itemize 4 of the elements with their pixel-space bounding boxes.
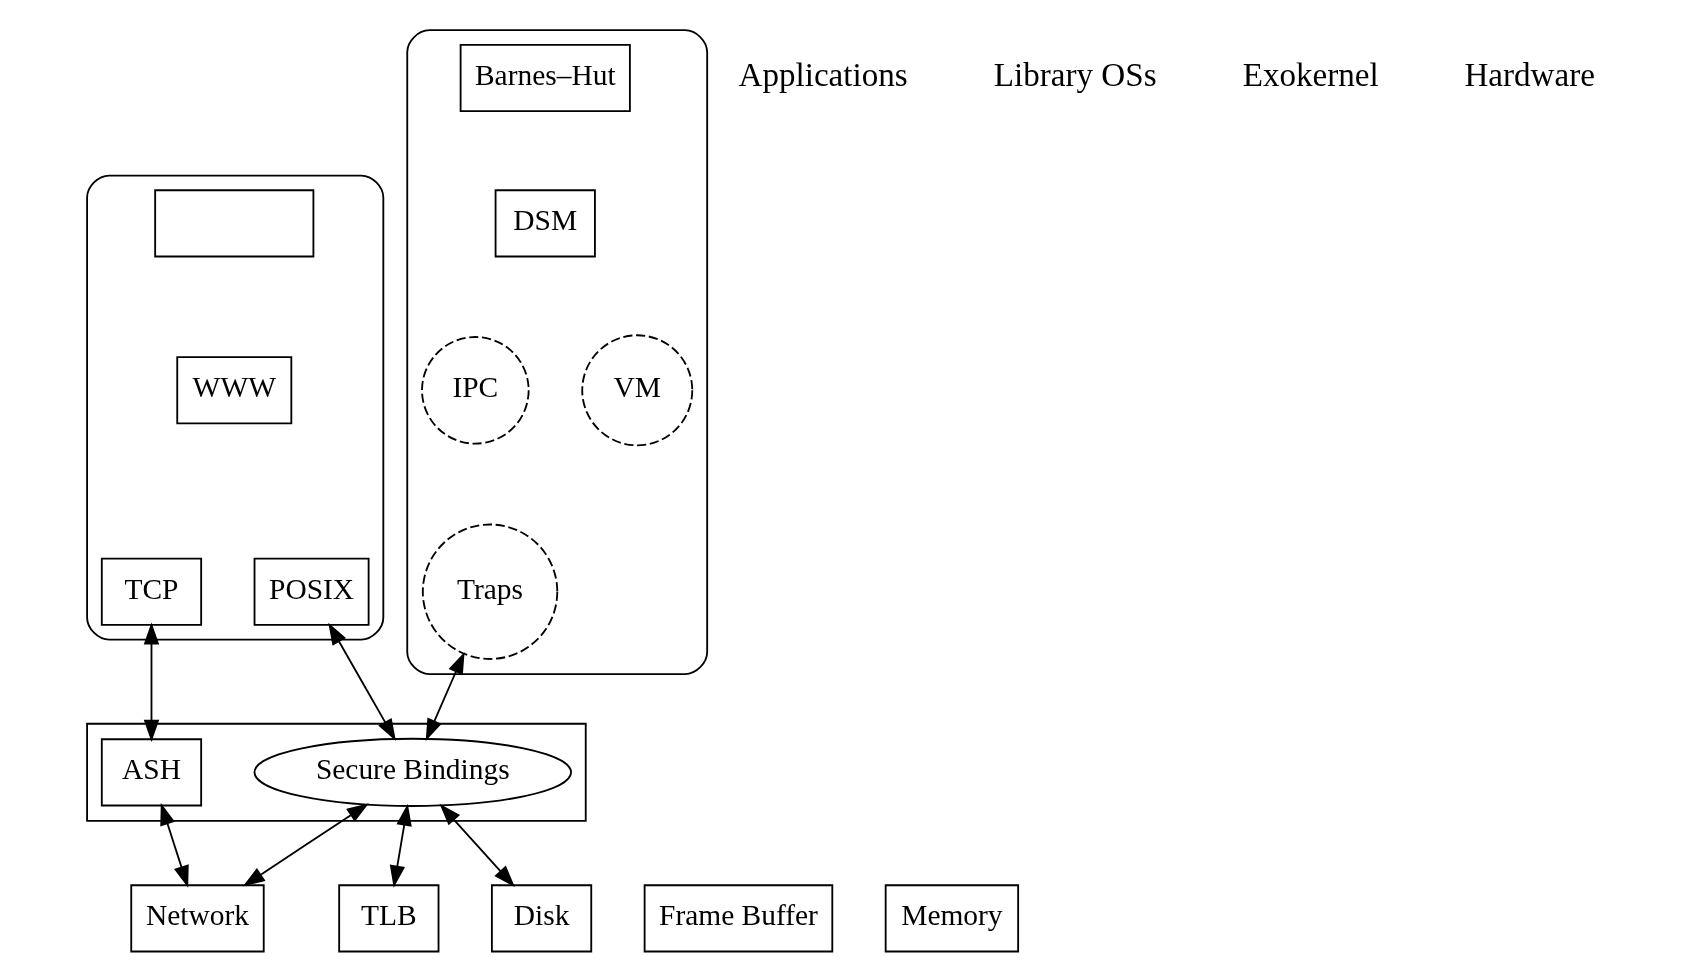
label: Hardware — [1463, 56, 1595, 94]
label: Exokernel — [1242, 56, 1379, 94]
label: Applications — [738, 56, 908, 94]
label: Library OSs — [993, 56, 1157, 94]
